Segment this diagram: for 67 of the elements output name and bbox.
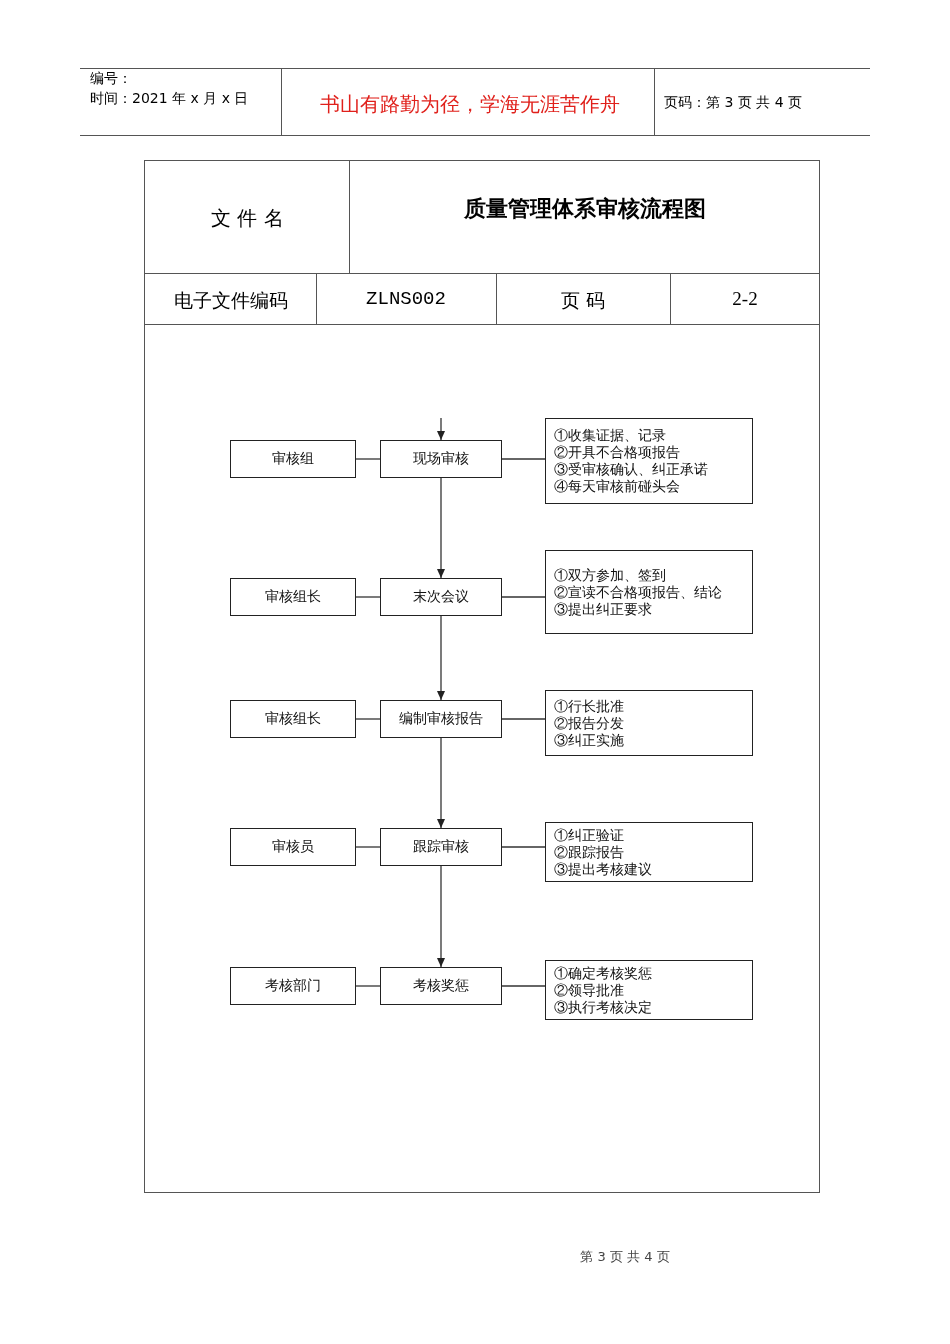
- process-box: [380, 700, 502, 738]
- list-item: ④每天审核前碰头会: [554, 478, 681, 495]
- box-label: 考核奖惩: [413, 977, 469, 995]
- motto-text: 书山有路勤为径，学海无涯苦作舟: [319, 91, 621, 118]
- document-number-label: 编号：: [90, 70, 132, 88]
- list-item: ②跟踪报告: [554, 843, 625, 861]
- process-box: [380, 967, 502, 1005]
- role-box: [230, 967, 356, 1005]
- box-label: 考核部门: [265, 977, 321, 995]
- arrow: [437, 477, 445, 579]
- detail-box: [545, 822, 753, 882]
- detail-box: [545, 550, 753, 634]
- list-item: ①收集证据、记录: [554, 427, 667, 444]
- role-box: [230, 828, 356, 866]
- document-code: ZLNS002: [365, 288, 447, 310]
- box-label: 审核组长: [265, 588, 321, 606]
- detail-box: [545, 690, 753, 756]
- process-box: [380, 440, 502, 478]
- list-item: ③提出纠正要求: [554, 600, 653, 618]
- list-item: ①确定考核奖惩: [554, 964, 653, 982]
- page-number-label: 页码：第 3 页 共 4 页: [664, 94, 803, 112]
- list-item: ①双方参加、签到: [554, 566, 667, 584]
- date-label: 时间：2021 年 x 月 x 日: [90, 90, 249, 108]
- list-item: ②领导批准: [554, 981, 625, 999]
- box-label: 审核组: [272, 450, 314, 468]
- role-box: [230, 578, 356, 616]
- arrow: [437, 417, 445, 441]
- process-box: [380, 578, 502, 616]
- connector-line: [501, 718, 546, 720]
- connector-line: [355, 458, 381, 460]
- arrow: [437, 615, 445, 701]
- list-item: ①纠正验证: [554, 826, 625, 844]
- detail-box: [545, 418, 753, 504]
- connector-line: [355, 846, 381, 848]
- list-item: ③执行考核决定: [554, 998, 653, 1016]
- table-header-label: 电子文件编码: [173, 288, 289, 313]
- list-item: ②报告分发: [554, 714, 625, 732]
- box-label: 末次会议: [413, 588, 469, 606]
- connector-line: [355, 985, 381, 987]
- list-item: ③受审核确认、纠正承诺: [554, 461, 709, 478]
- footer-page-number: 第 3 页 共 4 页: [579, 1248, 671, 1266]
- list-item: ③提出考核建议: [554, 860, 653, 878]
- connector-line: [501, 846, 546, 848]
- connector-line: [501, 985, 546, 987]
- table-header-label: 文 件 名: [210, 205, 285, 232]
- box-label: 现场审核: [413, 450, 469, 468]
- detail-box: [545, 960, 753, 1020]
- box-label: 审核员: [272, 838, 314, 856]
- page-code: 2-2: [731, 288, 759, 310]
- connector-line: [355, 596, 381, 598]
- process-box: [380, 828, 502, 866]
- box-label: 跟踪审核: [413, 838, 469, 856]
- connector-line: [501, 458, 546, 460]
- connector-line: [355, 718, 381, 720]
- document-title: 质量管理体系审核流程图: [463, 195, 707, 223]
- arrow: [437, 865, 445, 968]
- connector-line: [501, 596, 546, 598]
- list-item: ③纠正实施: [554, 731, 625, 749]
- list-item: ②开具不合格项报告: [554, 444, 681, 461]
- list-item: ②宣读不合格项报告、结论: [554, 583, 723, 601]
- box-label: 编制审核报告: [399, 710, 483, 728]
- table-header-label: 页 码: [559, 288, 606, 313]
- list-item: ①行长批准: [554, 697, 625, 715]
- arrow: [437, 737, 445, 829]
- box-label: 审核组长: [265, 710, 321, 728]
- role-box: [230, 700, 356, 738]
- role-box: [230, 440, 356, 478]
